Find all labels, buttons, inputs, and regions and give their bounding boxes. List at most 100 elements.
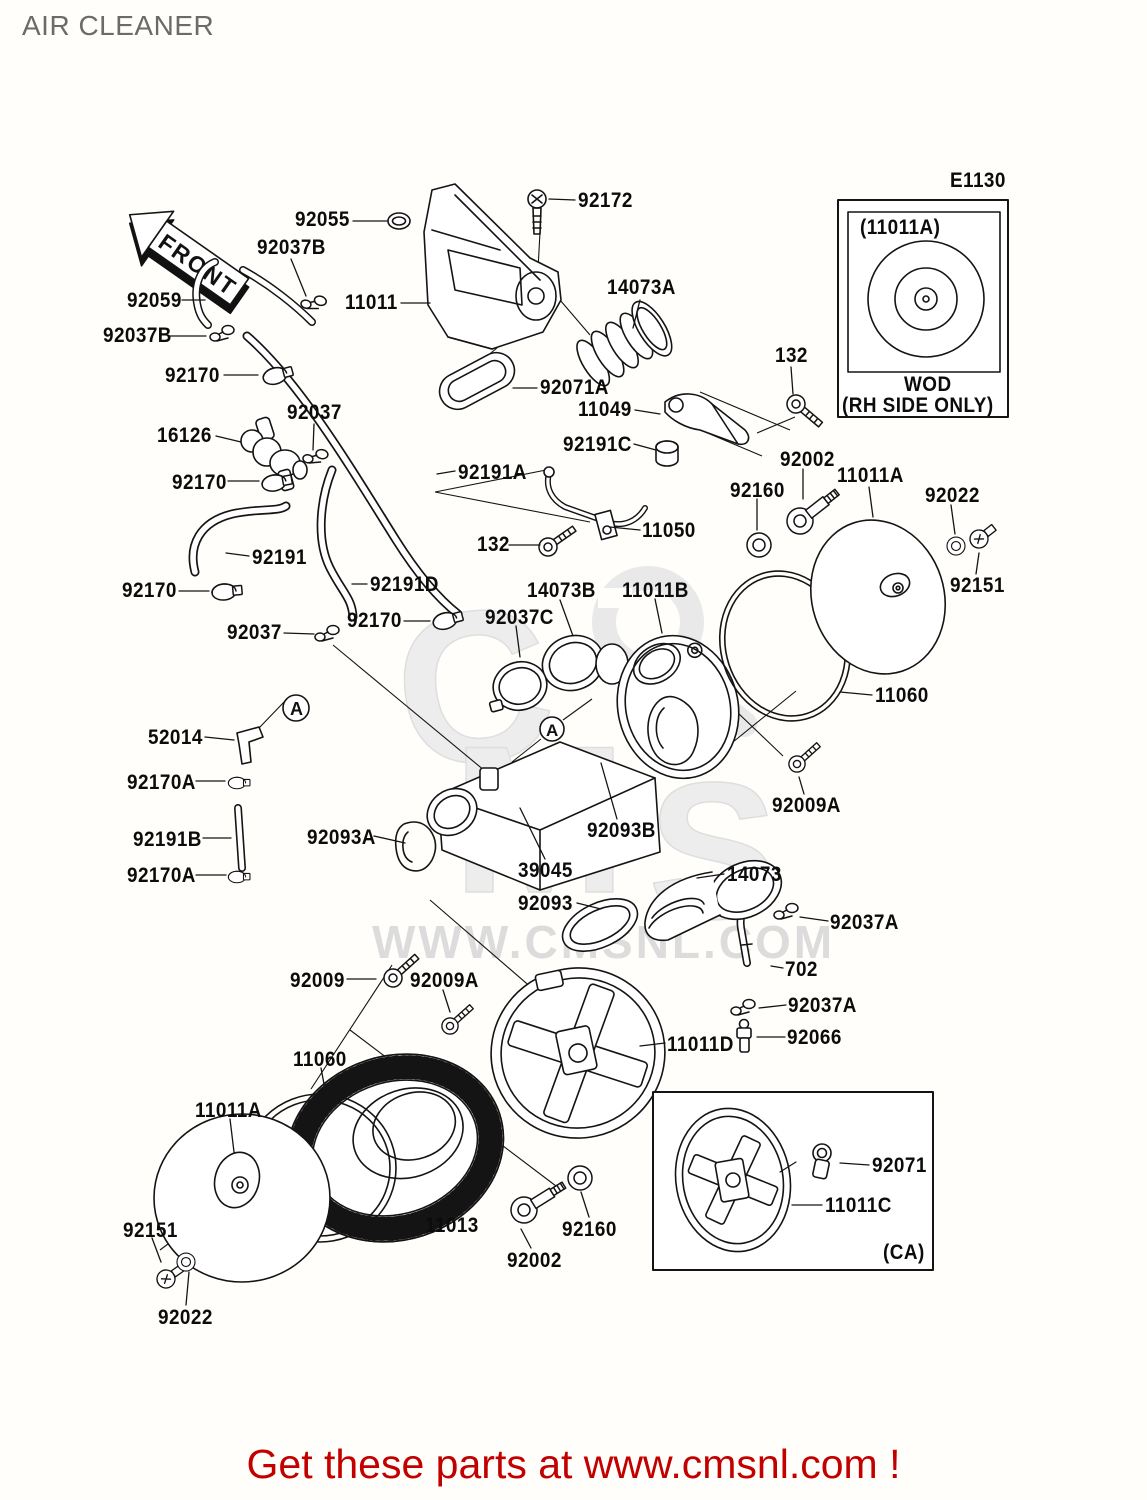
part-washer-92160-btm — [567, 1165, 593, 1191]
part-elbow-14073 — [644, 859, 783, 942]
part-hose-92191D — [316, 465, 358, 622]
part-label-92022: 92022 — [158, 1306, 213, 1329]
part-label-92059: 92059 — [127, 289, 182, 312]
part-label-92191D: 92191D — [370, 573, 439, 596]
part-cover-11011A-right — [809, 519, 947, 675]
part-label-WOD: WOD — [904, 373, 952, 396]
callout-a-2: A — [539, 716, 565, 742]
part-label-11049: 11049 — [578, 398, 632, 421]
part-label-CA: (CA) — [883, 1241, 925, 1264]
part-clamp-92170-3 — [210, 581, 244, 602]
part-label-92037B: 92037B — [257, 236, 326, 259]
part-label-92170A: 92170A — [127, 771, 196, 794]
part-housing-11011 — [423, 183, 562, 350]
part-label-132: 132 — [775, 344, 808, 367]
part-screw-92151-right — [965, 519, 1001, 553]
part-label-11013: 11013 — [425, 1214, 479, 1237]
part-gasket-92071A — [438, 351, 516, 411]
part-label-52014: 52014 — [148, 726, 203, 749]
part-label-92093B: 92093B — [587, 819, 656, 842]
part-label-702: 702 — [785, 958, 818, 981]
part-fitting-92066 — [736, 1018, 752, 1053]
part-ring-92093 — [561, 898, 639, 952]
part-label-11060: 11060 — [875, 684, 929, 707]
svg-text:S: S — [648, 742, 778, 960]
part-hose-92059 — [192, 258, 316, 329]
part-screw-92172 — [527, 189, 547, 235]
part-bolt-132-top — [782, 390, 828, 433]
part-cover-11011A-btm — [153, 1113, 331, 1283]
part-nut-92022-right — [946, 536, 966, 556]
part-label-14073: 14073 — [727, 863, 782, 886]
page-title: AIR CLEANER — [22, 10, 215, 41]
part-label-11011: 11011 — [345, 291, 398, 314]
part-label-92151: 92151 — [950, 574, 1005, 597]
part-label-RH SIDE ONLY: (RH SIDE ONLY) — [842, 394, 994, 417]
part-clip-92037-2 — [314, 624, 340, 642]
part-label-132: 132 — [477, 533, 510, 556]
part-label-92037: 92037 — [227, 621, 282, 644]
part-label-92037C: 92037C — [485, 606, 554, 629]
part-label-92071A: 92071A — [540, 376, 609, 399]
part-label-92071: 92071 — [872, 1154, 927, 1177]
part-label-E1130: E1130 — [950, 169, 1006, 192]
part-label-92093A: 92093A — [307, 826, 376, 849]
part-label-92002: 92002 — [507, 1249, 562, 1272]
part-label-11011D: 11011D — [667, 1033, 734, 1056]
part-airbox-39045 — [426, 741, 661, 891]
part-label-16126: 16126 — [157, 424, 212, 447]
part-backplate-11011D — [490, 967, 666, 1139]
svg-text:A: A — [290, 699, 303, 719]
part-label-11060: 11060 — [293, 1048, 347, 1071]
inset-top-box — [837, 199, 1009, 418]
part-label-92160: 92160 — [730, 479, 785, 502]
part-label-11011A: 11011A — [837, 464, 904, 487]
part-clamp-92037C — [488, 660, 548, 713]
part-label-11011B: 11011B — [622, 579, 689, 602]
part-label-92151: 92151 — [123, 1219, 178, 1242]
part-label-11050: 11050 — [642, 519, 696, 542]
part-washer-92160-right — [746, 532, 772, 558]
part-label-14073A: 14073A — [607, 276, 676, 299]
part-screw-92002-right — [780, 481, 846, 541]
part-clip-92037B-2 — [209, 324, 235, 342]
part-bolt-92009A-btm — [437, 999, 478, 1039]
part-bracket-11049 — [664, 393, 750, 446]
footer-link-text[interactable]: Get these parts at www.cmsnl.com ! — [246, 1441, 901, 1487]
part-label-92066: 92066 — [787, 1026, 842, 1049]
part-label-92037A: 92037A — [830, 911, 899, 934]
part-label-92009A: 92009A — [410, 969, 479, 992]
part-oring-92055 — [387, 212, 411, 230]
part-fitting-52014 — [236, 726, 264, 765]
part-hose-92191B — [234, 804, 246, 872]
part-gasket-92093A — [394, 821, 437, 872]
part-clip-92037A-2 — [730, 998, 756, 1016]
part-label-92170: 92170 — [122, 579, 177, 602]
part-fitting-92071 — [812, 1143, 832, 1180]
part-bolt-132-mid — [534, 520, 581, 561]
part-filter-11013 — [285, 1053, 505, 1243]
part-clamp-92170A-2 — [227, 870, 251, 884]
part-label-92170A: 92170A — [127, 864, 196, 887]
part-label-11011C: 11011C — [825, 1194, 892, 1217]
part-clamp-92170A-1 — [227, 776, 251, 790]
part-washer-92022-btm — [176, 1252, 196, 1272]
part-label-92022: 92022 — [925, 484, 980, 507]
part-bushing-92191C — [655, 440, 679, 467]
part-duct-14073A — [576, 300, 673, 387]
part-label-92037B: 92037B — [103, 324, 172, 347]
part-label-92170: 92170 — [172, 471, 227, 494]
part-label-92055: 92055 — [295, 208, 350, 231]
part-pipe-11050 — [543, 466, 648, 541]
part-label-11011A: (11011A) — [860, 216, 941, 239]
part-clampring-14073B — [541, 634, 605, 692]
part-label-92170: 92170 — [165, 364, 220, 387]
part-bolt-92009A-right — [784, 737, 825, 777]
part-backplate-11011B — [616, 634, 740, 780]
part-hose-92191 — [188, 501, 291, 577]
part-label-92093: 92093 — [518, 892, 573, 915]
part-clip-92037 — [301, 445, 330, 467]
leader-lines — [151, 198, 980, 1306]
